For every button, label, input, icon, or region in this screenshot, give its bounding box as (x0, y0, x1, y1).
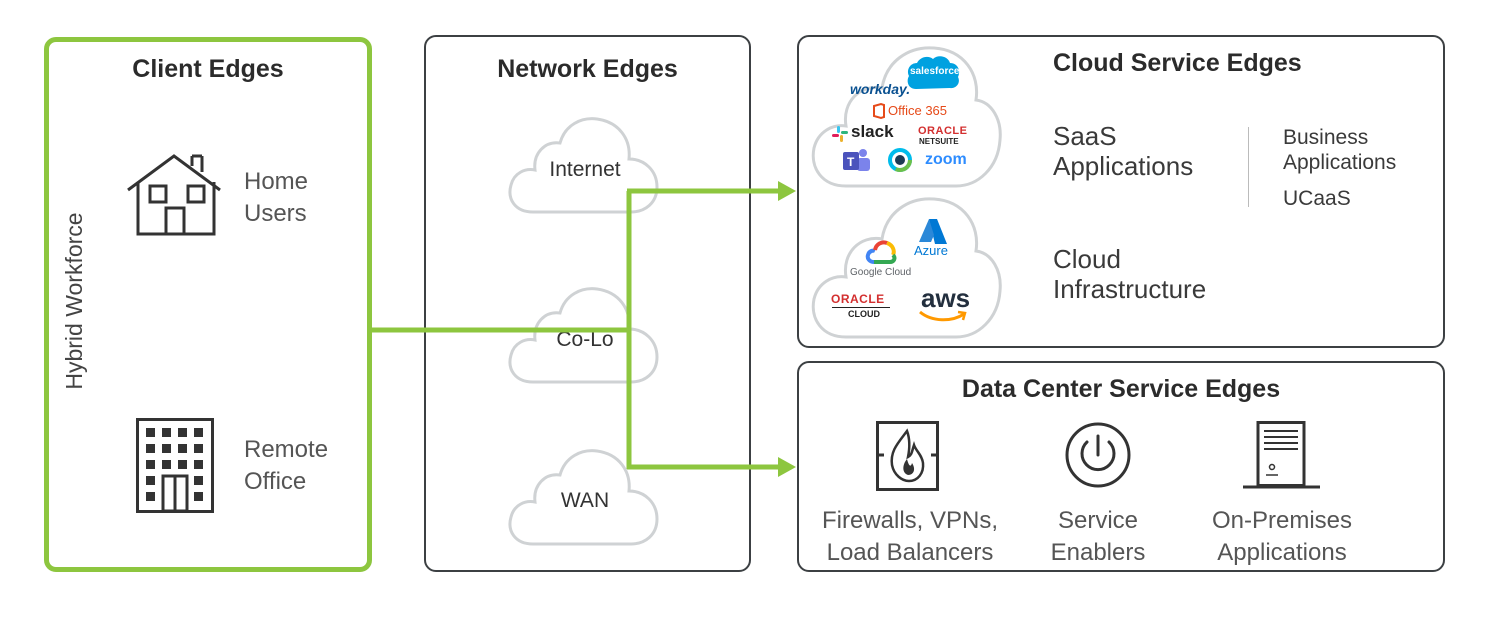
arrowhead-cloud-icon (778, 181, 796, 201)
slack-logo-icon (832, 126, 848, 142)
cloud-service-edges-panel (797, 35, 1445, 348)
teams-logo-icon: T (843, 149, 870, 171)
business-applications-label: Business Applications (1283, 126, 1397, 174)
oracle-divider (832, 307, 890, 308)
azure-logo-icon (919, 219, 947, 244)
network-edges-panel (424, 35, 751, 572)
webex-logo-icon (888, 148, 912, 172)
workday-logo: workday. (850, 81, 911, 97)
oracle-cloud-logo: ORACLE (831, 292, 885, 306)
oracle-netsuite-logo: ORACLE (918, 125, 968, 137)
colo-label: Co-Lo (556, 328, 614, 351)
zoom-logo: zoom (925, 151, 967, 168)
firewall-icon (876, 421, 939, 491)
oracle-cloud-sublabel: CLOUD (848, 309, 880, 319)
colo-cloud-icon (508, 287, 659, 384)
cloud-service-edges-title: Cloud Service Edges (1053, 49, 1302, 77)
saas-applications-label: SaaS Applications (1053, 121, 1194, 181)
office365-logo: Office 365 (888, 103, 948, 118)
google-cloud-logo-icon (865, 240, 897, 264)
network-edges-title: Network Edges (497, 55, 678, 83)
azure-logo: Azure (914, 243, 948, 258)
infrastructure-cloud-icon (811, 197, 1002, 339)
internet-label: Internet (549, 158, 621, 181)
aws-logo: aws (921, 283, 971, 313)
arrowhead-datacenter-icon (778, 457, 796, 477)
service-enablers-label: Service Enablers (1050, 507, 1146, 566)
client-edges-panel (44, 37, 372, 572)
netsuite-logo: NETSUITE (919, 137, 959, 146)
wan-cloud-icon (508, 449, 659, 546)
house-icon (127, 154, 221, 236)
wan-label: WAN (560, 489, 610, 512)
remote-office-label: Remote Office (244, 436, 329, 495)
data-center-service-edges-panel (797, 361, 1445, 572)
svg-text:T: T (847, 155, 855, 169)
salesforce-logo-icon (907, 56, 960, 89)
ucaas-label: UCaaS (1283, 187, 1351, 210)
office-building-icon (136, 418, 214, 513)
salesforce-logo: salesforce (910, 66, 960, 77)
power-icon (1065, 422, 1131, 488)
client-edges-title: Client Edges (132, 55, 284, 83)
server-icon (1243, 421, 1320, 489)
saas-divider (1248, 127, 1249, 207)
home-users-label: Home Users (244, 168, 309, 227)
data-center-service-edges-title: Data Center Service Edges (961, 375, 1281, 403)
cloud-infrastructure-label: Cloud Infrastructure (1053, 244, 1207, 304)
office365-logo-icon (873, 102, 885, 120)
firewalls-label: Firewalls, VPNs, Load Balancers (821, 507, 999, 566)
slack-logo: slack (851, 122, 894, 141)
on-premises-label: On-Premises Applications (1211, 507, 1353, 566)
google-cloud-logo: Google Cloud (850, 267, 912, 278)
internet-cloud-icon (508, 117, 659, 214)
aws-smile-icon (919, 310, 967, 322)
